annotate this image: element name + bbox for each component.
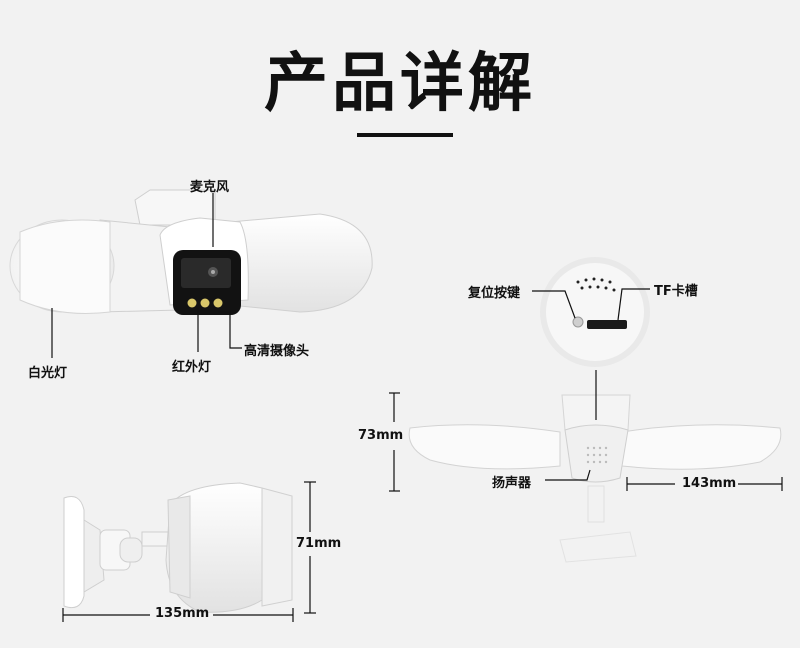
microphone-label: 麦克风	[190, 180, 230, 195]
rear-view-leaders	[532, 288, 650, 481]
infrared-light-label: 红外灯	[172, 360, 212, 375]
reset-button-label: 复位按键	[468, 286, 521, 301]
dimension-height-side-label: 71mm	[296, 536, 342, 551]
speaker-label: 扬声器	[492, 476, 532, 491]
dimension-width-side-label: 143mm	[682, 476, 737, 491]
rear-view-product	[408, 257, 782, 563]
dimension-height-front-label: 73mm	[358, 428, 404, 443]
dimension-depth-label: 135mm	[155, 606, 210, 621]
white-light-label: 白光灯	[28, 366, 68, 381]
tf-slot-label: TF卡槽	[654, 284, 698, 299]
front-view-leaders	[51, 193, 242, 358]
hd-camera-label: 高清摄像头	[244, 344, 310, 359]
front-view-product	[9, 189, 373, 315]
dimension-73mm	[389, 392, 400, 492]
dimension-135mm	[62, 608, 294, 622]
side-view-product	[63, 482, 293, 613]
title-underline	[357, 133, 453, 137]
page-title: 产品详解	[264, 47, 536, 121]
dimension-71mm	[304, 481, 316, 614]
dimension-143mm	[626, 477, 783, 491]
